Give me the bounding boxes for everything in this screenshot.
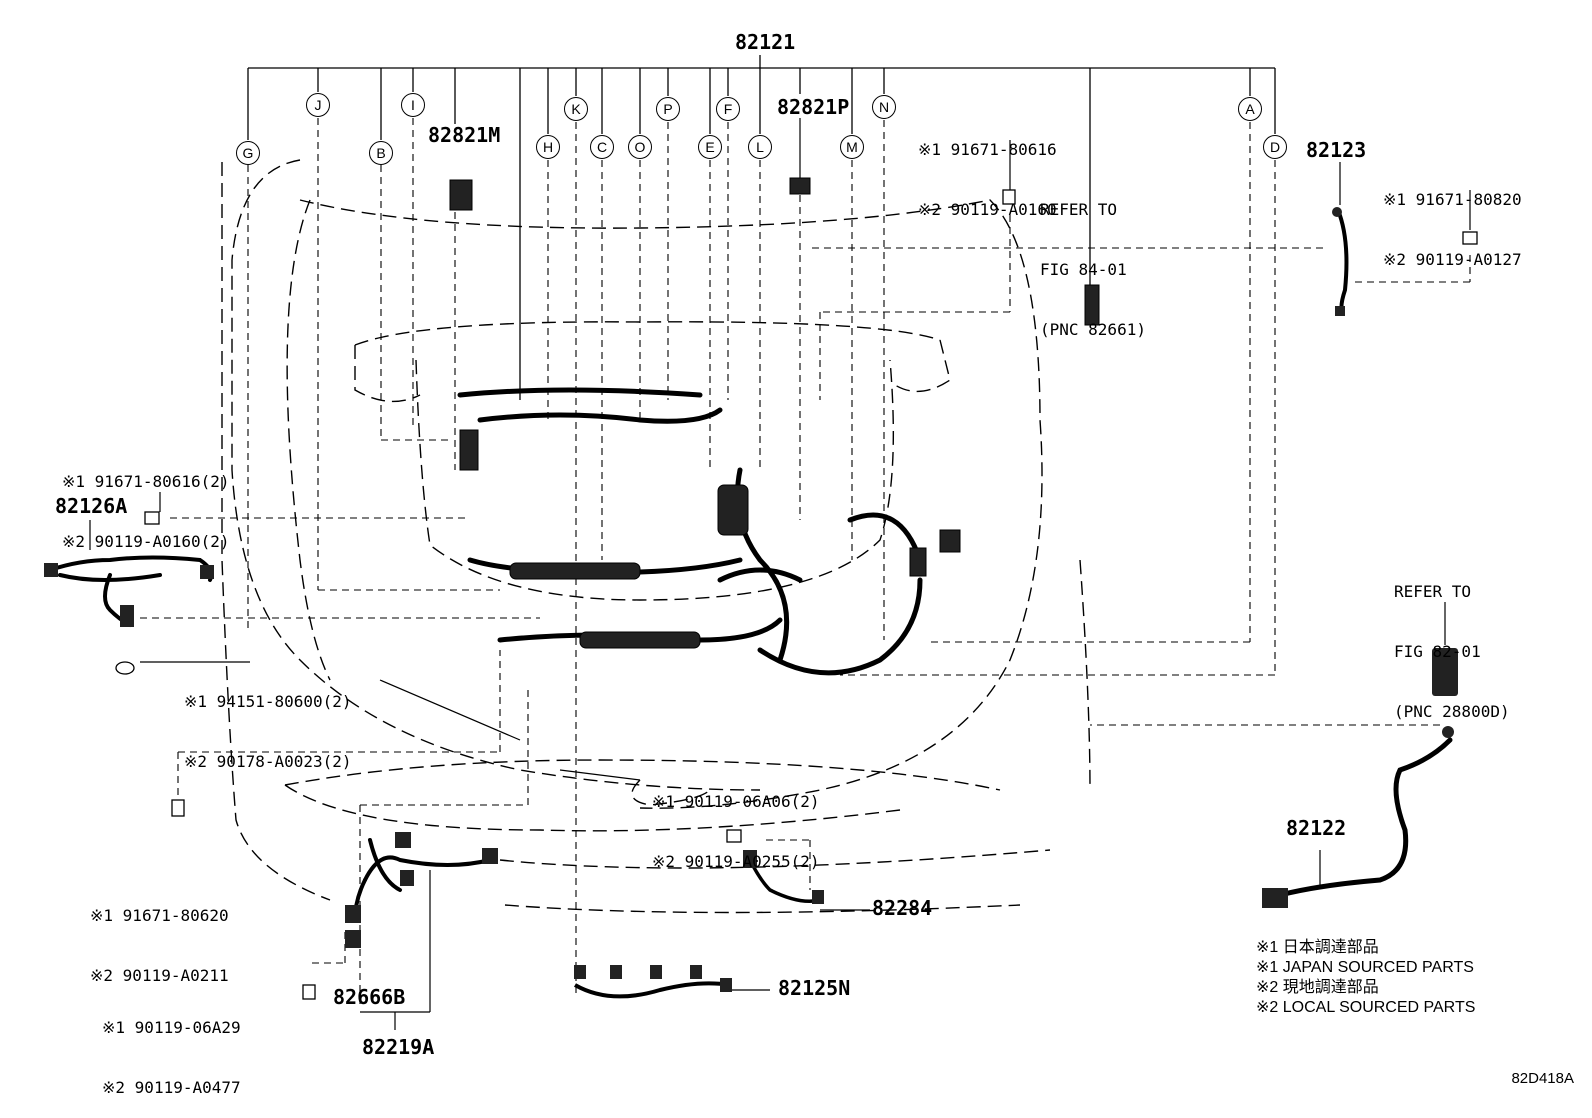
part-number-82122: 82122 [1286,816,1347,840]
note-line: ※2 90119-A0160 [918,200,1057,219]
ref-line: REFER TO [1394,582,1472,601]
note-line: ※1 91671-80616 [918,140,1057,159]
note-line: ※1 94151-80600(2) [184,692,352,711]
note-bolt-center: ※1 90119-06A06(2) ※2 90119-A0255(2) [652,752,820,892]
callout-l: L [748,135,772,159]
callout-d: D [1263,135,1287,159]
callout-a: A [1238,97,1262,121]
note-bolt-bottom-left: ※1 90119-06A29 ※2 90119-A0477 [102,978,241,1118]
part-number-82126a: 82126A [55,494,128,518]
part-number-82125n: 82125N [778,976,851,1000]
callout-i: I [401,93,425,117]
callout-n: N [872,95,896,119]
sourcing-legend: ※1 日本調達部品 ※1 JAPAN SOURCED PARTS ※2 現地調達… [1256,938,1475,1018]
note-bolt-top-center: ※1 91671-80616 ※2 90119-A0160 [918,100,1057,240]
callout-b: B [369,141,393,165]
part-number-82121: 82121 [735,30,796,54]
callout-o: O [628,135,652,159]
ref-line: (PNC 28800D) [1394,702,1510,721]
callout-p: P [656,97,680,121]
refer-fig-82-01: REFER TO FIG 82-01 (PNC 28800D) [1394,542,1510,742]
note-line: ※1 91671-80620 [90,906,229,925]
legend-line: ※1 日本調達部品 [1256,939,1379,956]
note-line: ※2 90119-A0127 [1383,250,1522,269]
note-line: ※2 90178-A0023(2) [184,752,352,771]
ref-line: FIG 84-01 [1040,260,1127,279]
refer-fig-84-01: REFER TO FIG 84-01 (PNC 82661) [1040,160,1146,360]
callout-k: K [564,97,588,121]
part-number-82284: 82284 [872,896,933,920]
legend-line: ※1 JAPAN SOURCED PARTS [1256,959,1474,976]
note-line: ※1 91671-80616(2) [62,472,230,491]
ref-line: REFER TO [1040,200,1118,219]
legend-line: ※2 LOCAL SOURCED PARTS [1256,999,1476,1016]
note-bolt-82123: ※1 91671-80820 ※2 90119-A0127 [1383,150,1522,290]
note-line: ※2 90119-A0160(2) [62,532,230,551]
part-number-82123: 82123 [1306,138,1367,162]
note-line: ※2 90119-A0477 [102,1078,241,1097]
callout-g: G [236,141,260,165]
note-line: ※1 90119-06A29 [102,1018,241,1037]
part-number-82219a: 82219A [362,1035,435,1059]
ref-line: (PNC 82661) [1040,320,1146,339]
callout-e: E [698,135,722,159]
part-number-82821m: 82821M [428,123,501,147]
note-line: ※2 90119-A0211 [90,966,229,985]
note-line: ※2 90119-A0255(2) [652,852,820,871]
note-line: ※1 91671-80820 [1383,190,1522,209]
note-bolt-left-upper: ※1 91671-80616(2) ※2 90119-A0160(2) [62,432,230,572]
part-number-82821p: 82821P [777,95,850,119]
note-clip-left-mid: ※1 94151-80600(2) ※2 90178-A0023(2) [184,652,352,792]
diagram-code: 82D418A [1511,1070,1574,1087]
callout-j: J [306,93,330,117]
callout-m: M [840,135,864,159]
part-number-82666b: 82666B [333,985,406,1009]
note-bolt-left-low: ※1 91671-80620 ※2 90119-A0211 [90,866,229,1006]
legend-line: ※2 現地調達部品 [1256,979,1379,996]
callout-f: F [716,97,740,121]
callout-h: H [536,135,560,159]
callout-c: C [590,135,614,159]
note-line: ※1 90119-06A06(2) [652,792,820,811]
ref-line: FIG 82-01 [1394,642,1481,661]
